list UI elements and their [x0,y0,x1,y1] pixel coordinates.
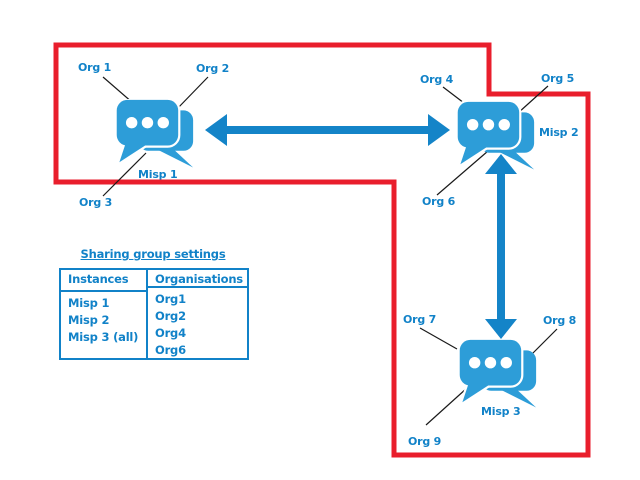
instance-row: Misp 1 [68,296,110,310]
org-2-label: Org 2 [196,62,230,75]
organisation-row: Org4 [155,326,186,340]
misp-2-icon [458,102,534,170]
misp-1-label: Misp 1 [138,168,178,181]
misp1-misp2-sync-arrow [205,114,450,146]
instance-row: Misp 2 [68,313,110,327]
misp-3-label: Misp 3 [481,405,521,418]
misp-2-label: Misp 2 [539,126,579,139]
org-5-label: Org 5 [541,72,575,85]
org-7-label: Org 7 [403,313,437,326]
org-4-label: Org 4 [420,73,454,86]
organisation-row: Org2 [155,309,186,323]
sharing-group-settings-title: Sharing group settings [80,247,226,261]
org-6-label: Org 6 [422,195,456,208]
organisation-row: Org6 [155,343,186,357]
organisations-rows: Org1 Org2 Org4 Org6 [148,288,247,359]
org-3-label: Org 3 [79,196,113,209]
instances-rows: Misp 1 Misp 2 Misp 3 (all) [61,292,146,346]
instances-header: Instances [61,270,146,292]
instance-row: Misp 3 (all) [68,330,139,344]
misp2-misp3-sync-arrow [485,154,517,339]
org-1-label: Org 1 [78,61,112,74]
sharing-group-settings-table: Instances Misp 1 Misp 2 Misp 3 (all) Org… [59,268,249,360]
org-8-label: Org 8 [543,314,577,327]
misp-3-icon [460,340,536,408]
misp-1-icon [117,100,193,168]
instances-column: Instances Misp 1 Misp 2 Misp 3 (all) [61,270,148,358]
organisation-row: Org1 [155,292,186,306]
organisations-column: Organisations Org1 Org2 Org4 Org6 [148,270,247,358]
organisations-header: Organisations [148,270,247,288]
org-9-label: Org 9 [408,435,442,448]
